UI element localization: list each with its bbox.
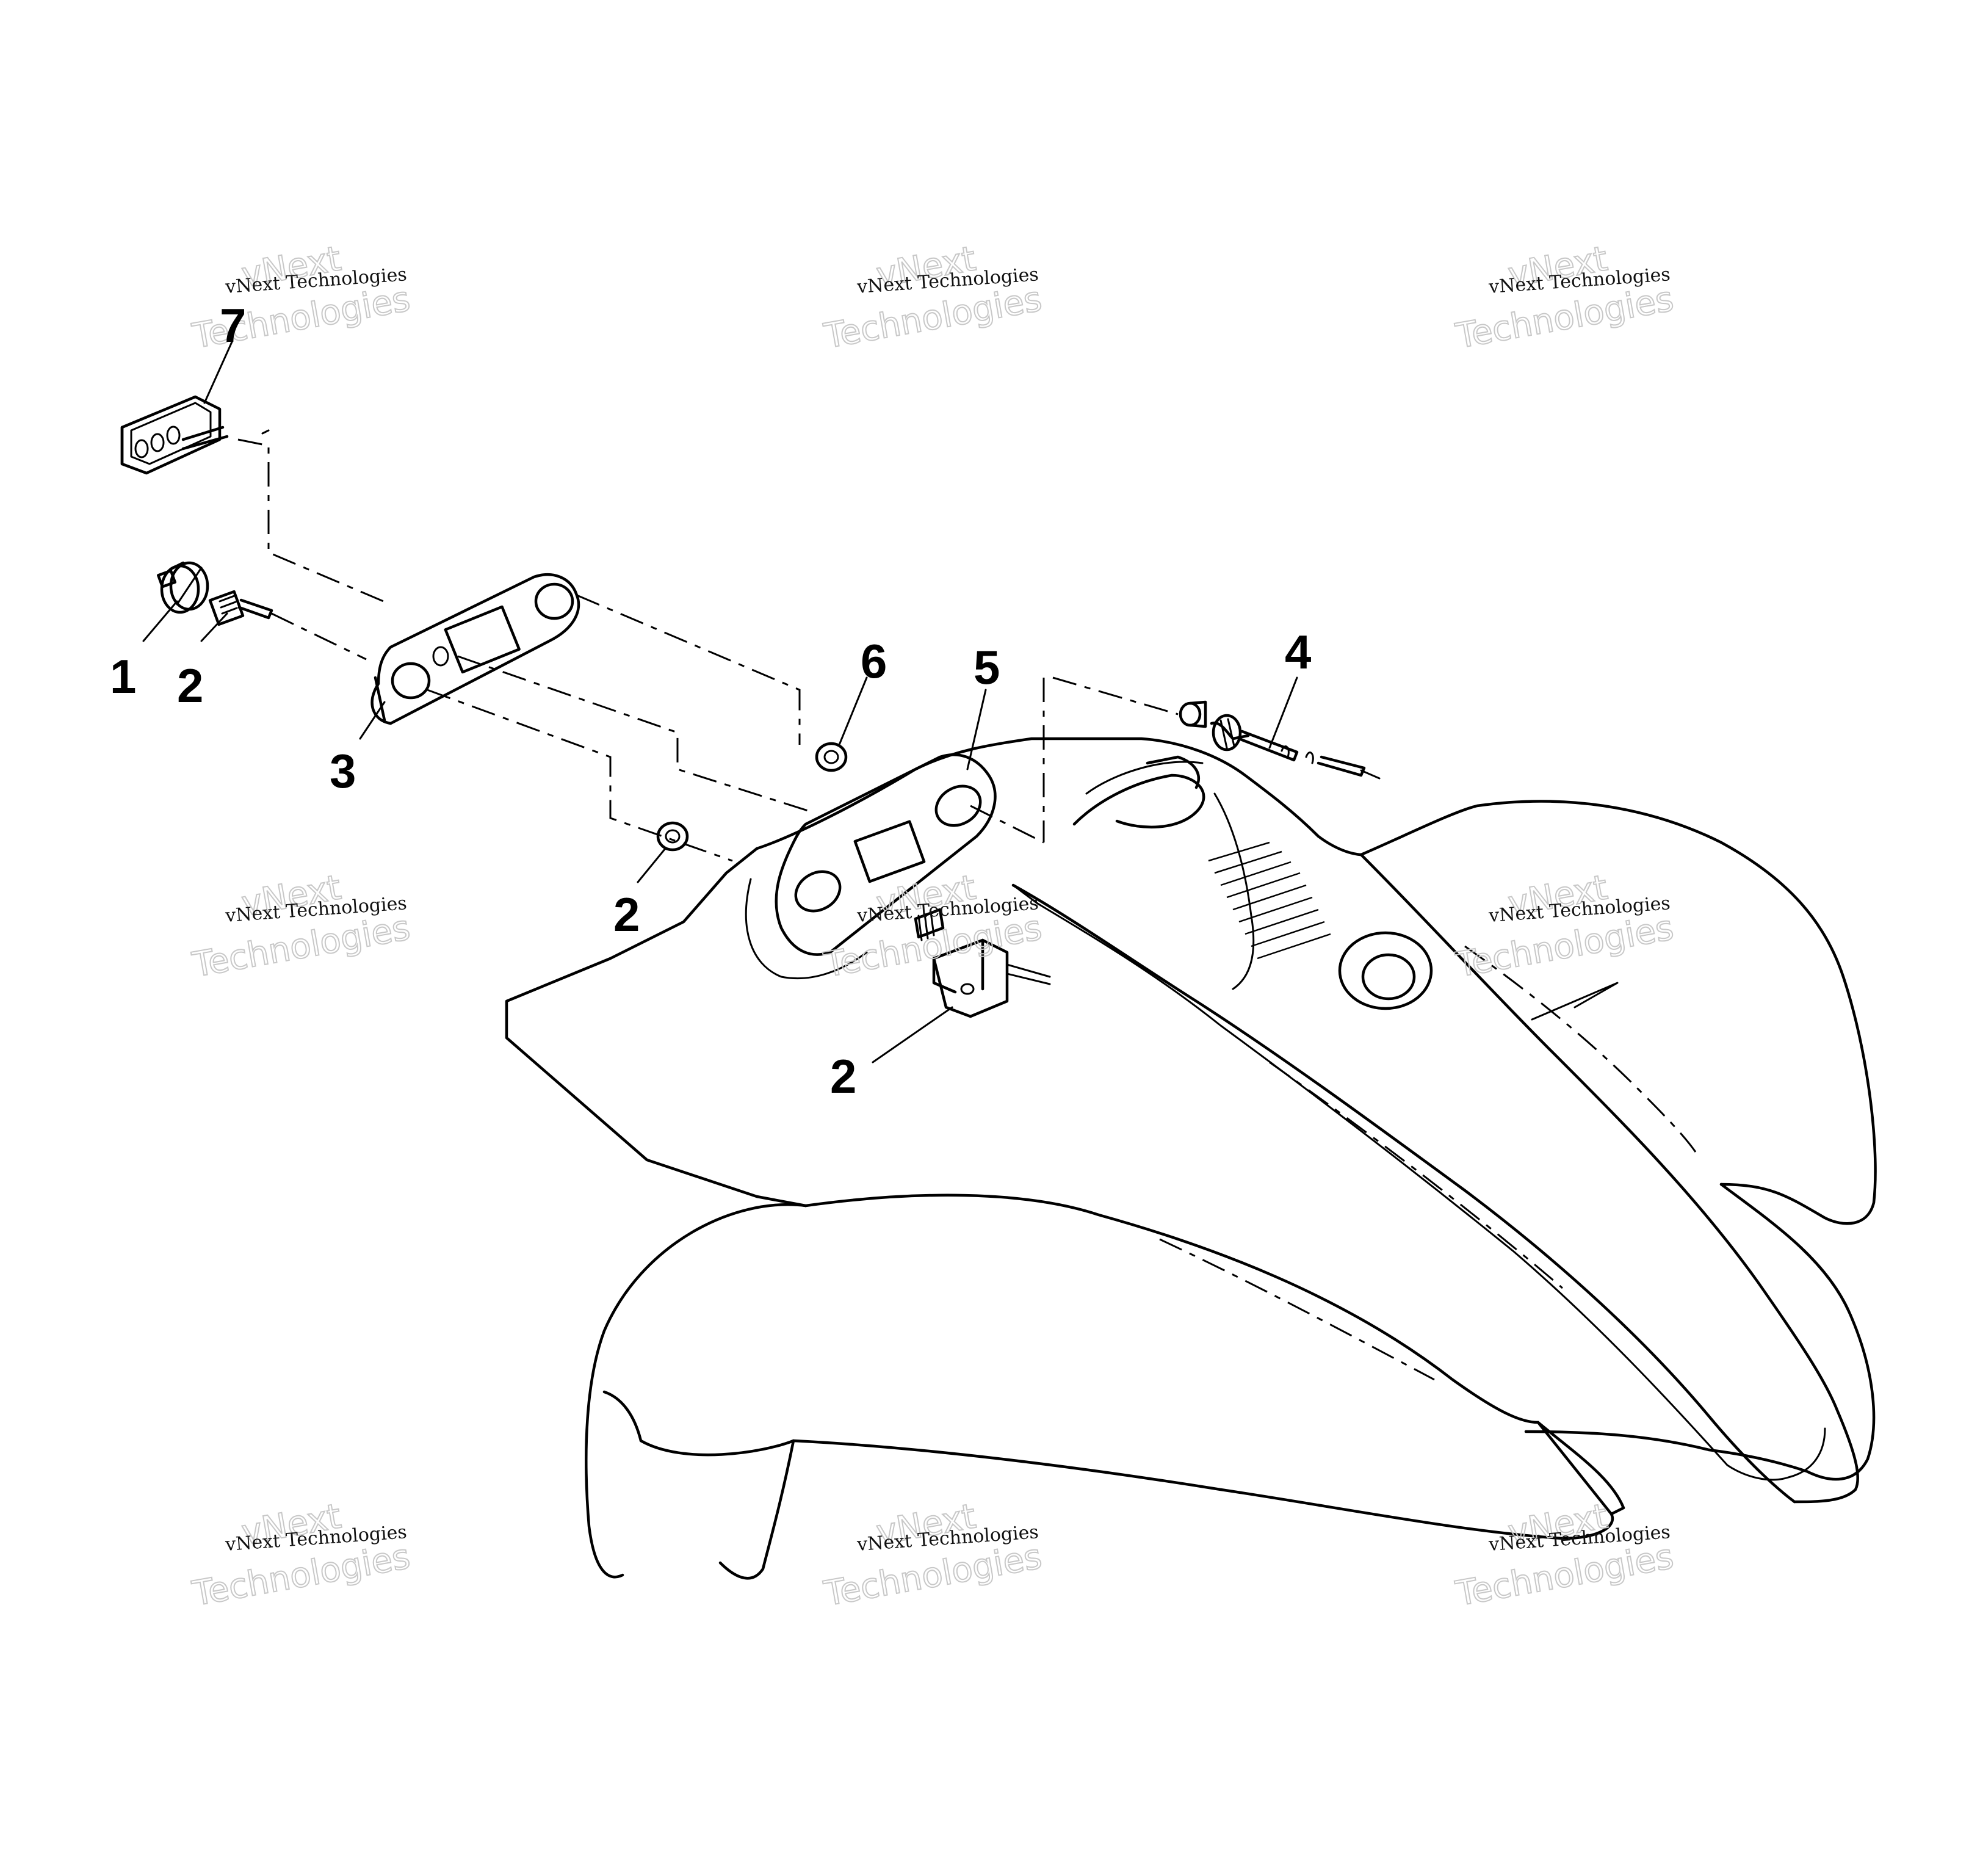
front-fender: [505, 678, 1877, 1580]
washer-part-6: [815, 742, 848, 772]
hatch-lines: [1208, 841, 1331, 960]
key-part-2: [208, 590, 273, 626]
callout-5: 5: [974, 640, 1000, 694]
dash-plate-part-3: [370, 573, 580, 725]
dash-panel-mounted: [745, 753, 997, 980]
watermark-ml: vNext Technologies vNext Technologies: [189, 867, 414, 986]
callout-2-key: 2: [177, 659, 203, 712]
switch-part-2: [914, 908, 1051, 1018]
watermark-mr: vNext Technologies vNext Technologies: [1452, 867, 1677, 986]
callout-7: 7: [220, 299, 246, 352]
watermark-bc: vNext Technologies vNext Technologies: [820, 1496, 1046, 1615]
watermark-br: vNext Technologies vNext Technologies: [1452, 1496, 1677, 1615]
callout-4: 4: [1285, 625, 1311, 679]
ignition-switch-part-1: [156, 561, 209, 614]
watermark-tc: vNext Technologies vNext Technologies: [820, 238, 1046, 357]
cable-part-4: [1179, 700, 1381, 780]
callout-labels: 7 1 2 3 6 5 4 2 2: [110, 299, 1311, 1103]
callout-2-switch: 2: [830, 1049, 856, 1103]
callout-2-washer: 2: [613, 888, 640, 941]
callout-6: 6: [861, 634, 887, 688]
callout-3: 3: [330, 744, 356, 798]
fuel-cap-recess: [1338, 931, 1433, 1010]
watermark-tr: vNext Technologies vNext Technologies: [1452, 238, 1677, 357]
washer-part-2: [656, 821, 689, 852]
connector-plug-part-7: [120, 395, 270, 475]
leader-lines: [142, 341, 1298, 1063]
watermark-bl: vNext Technologies vNext Technologies: [189, 1496, 414, 1615]
callout-1: 1: [110, 650, 136, 703]
assembly-guide-lines: [237, 438, 1179, 862]
